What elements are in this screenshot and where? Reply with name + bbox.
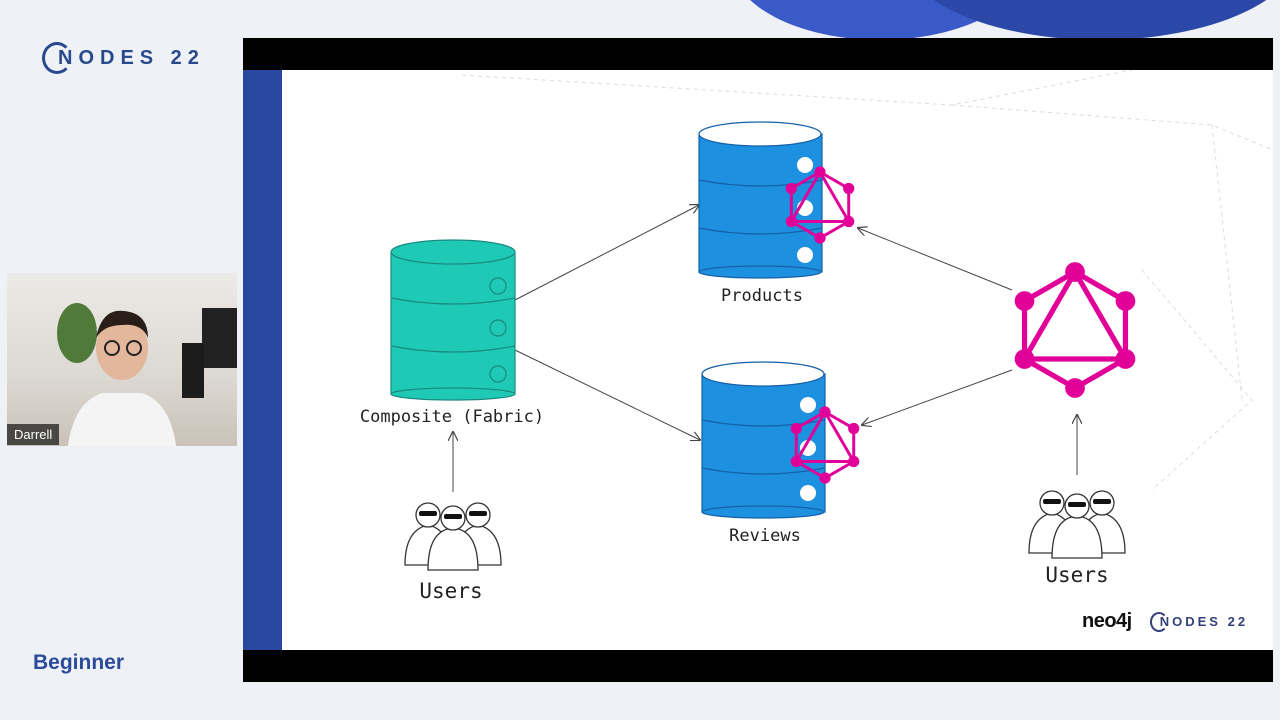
users-icon [404, 502, 502, 571]
arrow-graphql-to-products [858, 228, 1013, 291]
users-left-label: Users [419, 579, 482, 603]
arrow-composite-to-reviews [514, 349, 700, 440]
architecture-diagram: Products Reviews Composite (Fabric) User… [360, 69, 1274, 603]
graphql-gateway-icon [1015, 262, 1136, 398]
speaker-box [202, 308, 237, 368]
level-label: Beginner [33, 651, 125, 674]
composite-label: Composite (Fabric) [360, 407, 544, 427]
background-network-lines [461, 69, 1274, 491]
speaker-webcam [7, 273, 237, 446]
plant [57, 303, 97, 363]
arrow-composite-to-products [514, 205, 699, 301]
reviews-label: Reviews [729, 526, 801, 546]
reviews-database-icon [701, 361, 826, 519]
slide-accent-strip [243, 70, 282, 650]
neo4j-logo: neo4j [1082, 610, 1132, 632]
composite-database-icon [390, 239, 516, 401]
speaker-box [182, 343, 204, 398]
slide: Products Reviews Composite (Fabric) User… [282, 69, 1274, 650]
slide-footer-logos: neo4j NODES 22 [1082, 610, 1248, 633]
nodes-logo-small: NODES 22 [1149, 611, 1248, 632]
nodes-logo: NODES 22 [42, 40, 205, 76]
arrow-graphql-to-reviews [862, 369, 1013, 425]
speaker-name-label: Darrell [7, 424, 60, 445]
speaker-person [67, 310, 177, 446]
products-label: Products [721, 286, 803, 306]
users-right-label: Users [1045, 563, 1108, 587]
users-icon [1028, 490, 1126, 559]
